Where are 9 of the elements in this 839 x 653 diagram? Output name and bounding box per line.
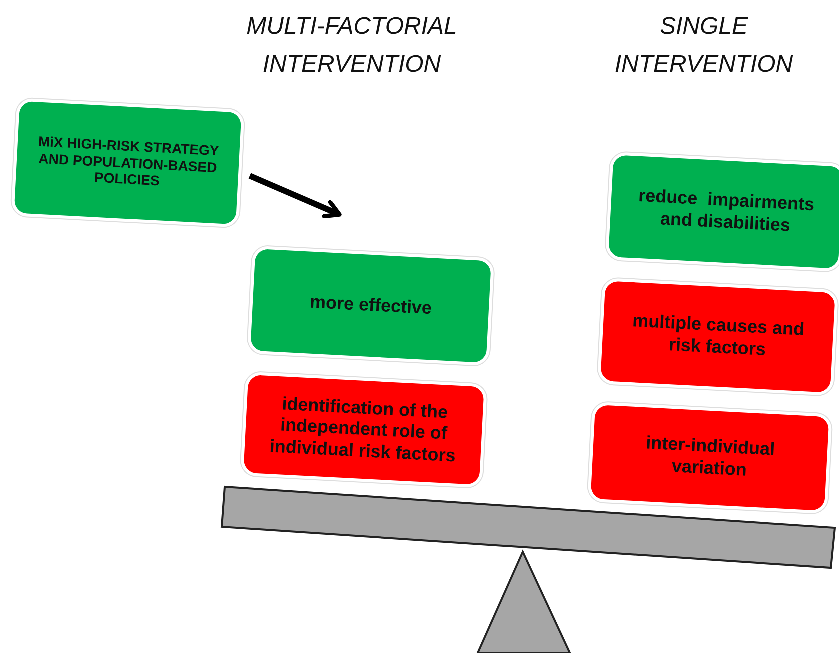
problem-box: multiple causes and risk factors xyxy=(597,278,839,396)
problem-box: inter-individual variation xyxy=(588,402,832,514)
benefit-box: more effective xyxy=(247,246,495,366)
problem-box: identification of the independent role of individual risk factors xyxy=(240,372,488,488)
benefit-box: reduce impairments and disabilities xyxy=(605,152,839,272)
column-heading: MULTI-FACTORIAL INTERVENTION xyxy=(246,12,458,80)
arrow xyxy=(248,173,342,219)
column-heading: SINGLE INTERVENTION xyxy=(614,12,794,80)
benefit-box: MiX HIGH-RISK STRATEGY AND POPULATION-BASED POLICIES xyxy=(11,98,245,228)
